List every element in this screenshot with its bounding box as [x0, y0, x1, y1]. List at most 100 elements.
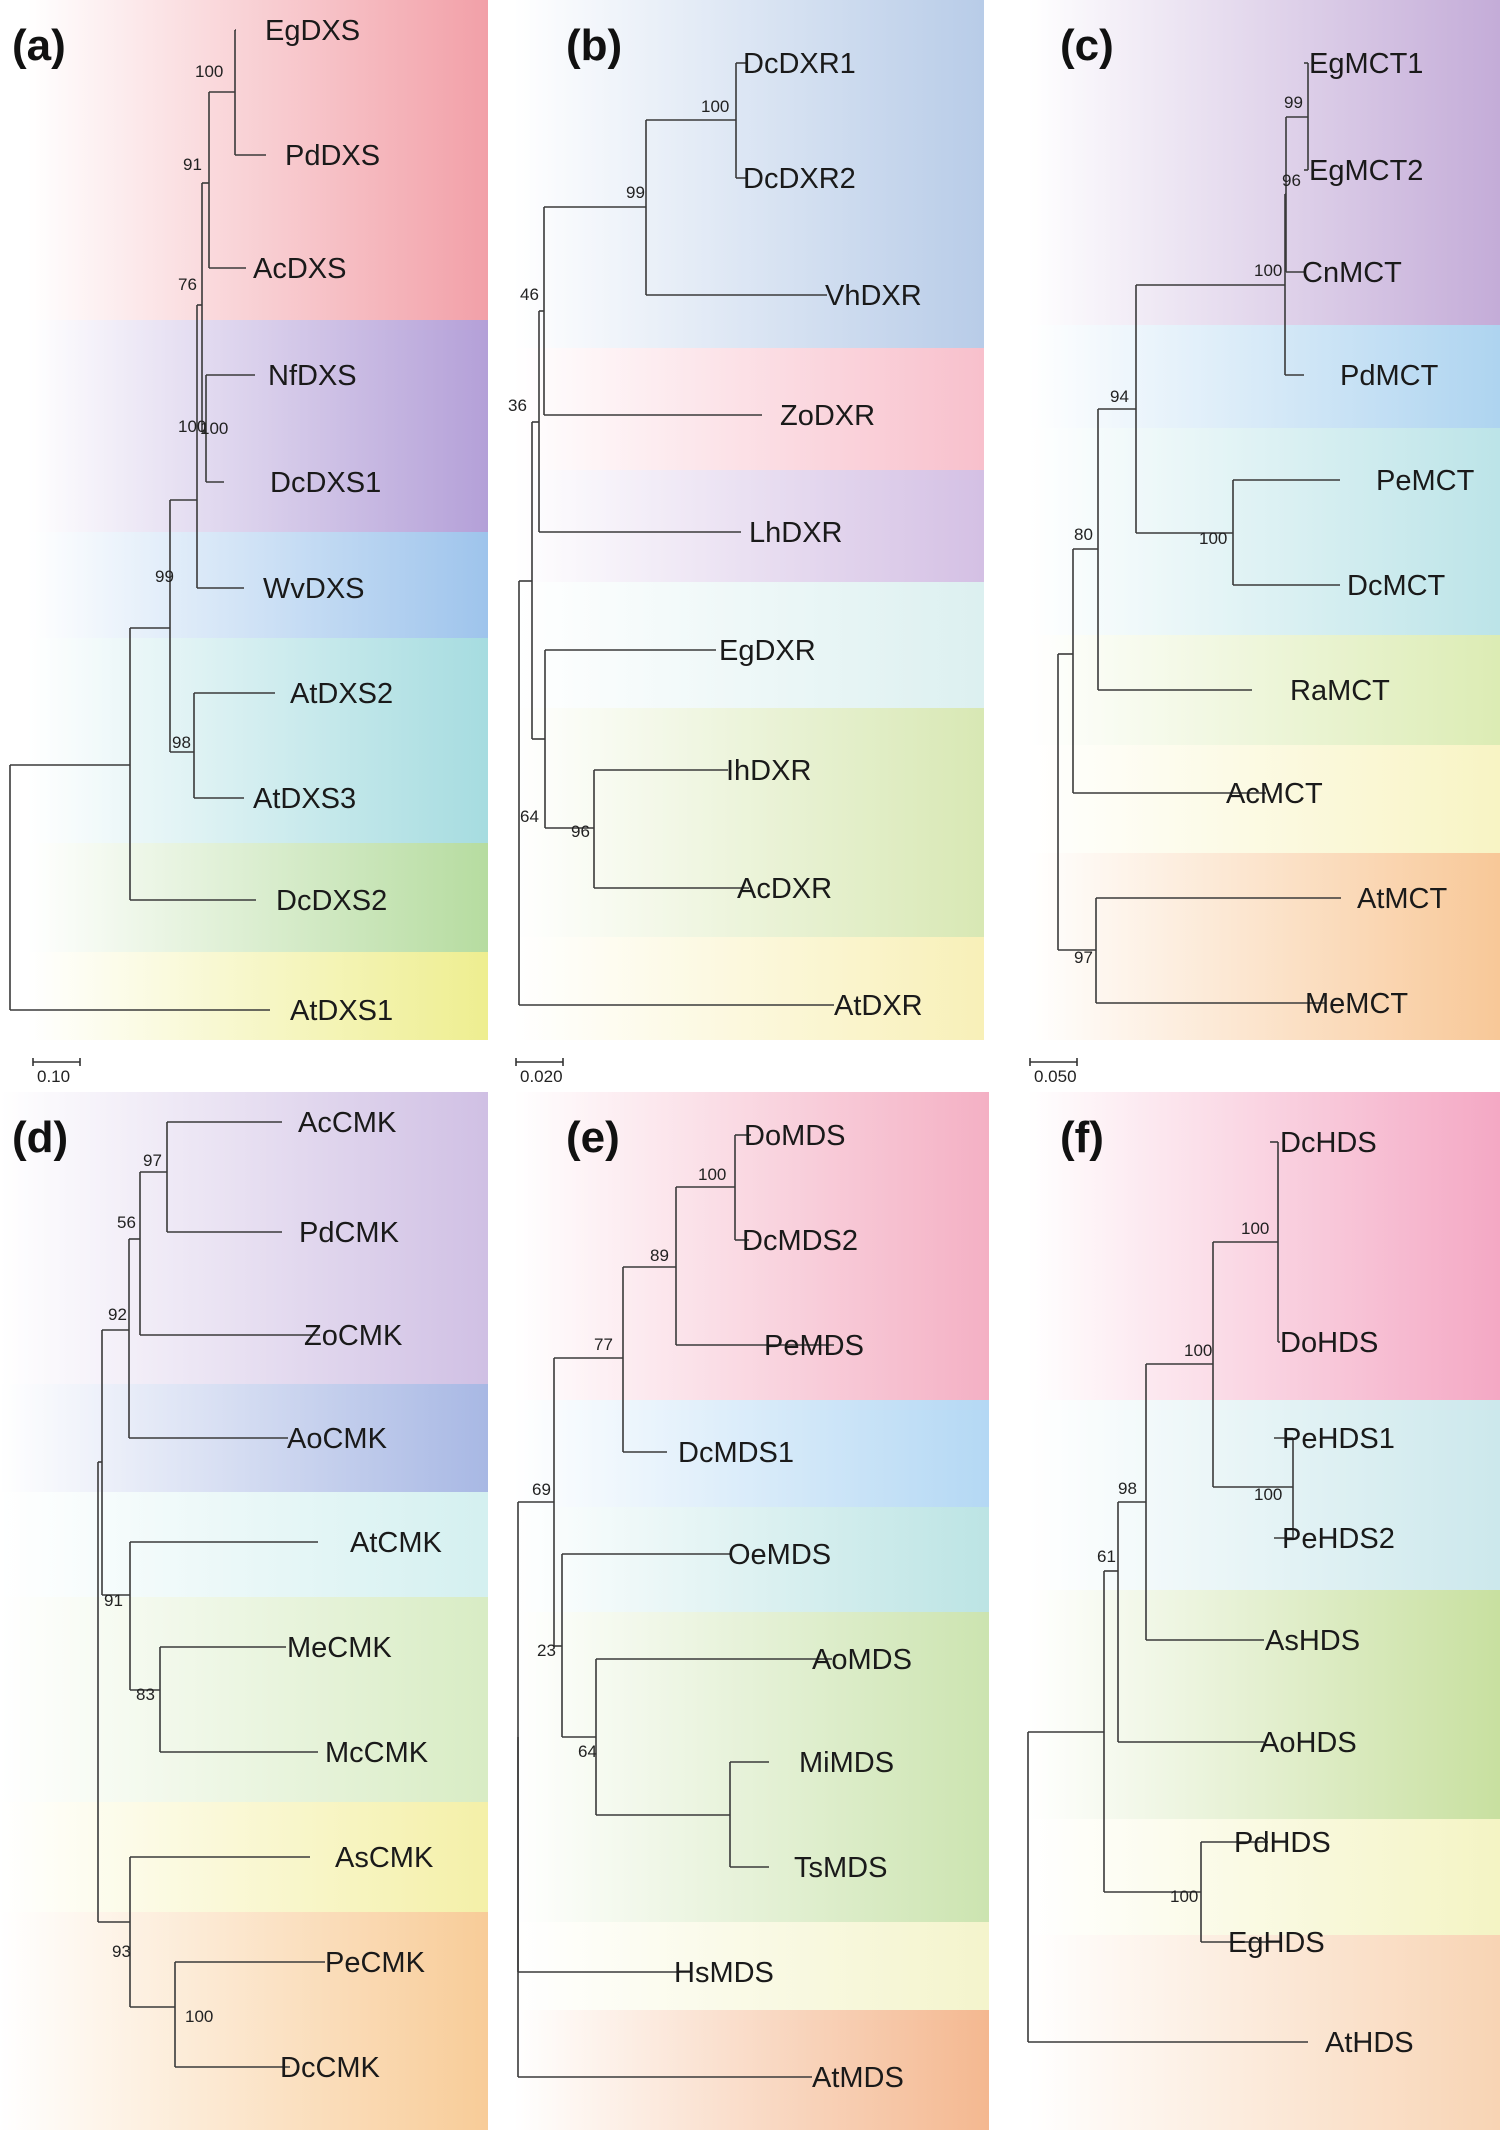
tree-branches	[517, 1134, 834, 2078]
bootstrap-value: 98	[172, 733, 191, 752]
clade-band	[514, 1612, 989, 1922]
leaf-label: EgMCT2	[1309, 155, 1423, 187]
leaf-label: LhDXR	[749, 517, 843, 549]
clade-band	[1028, 1092, 1500, 1400]
leaf-label: AtDXS2	[290, 678, 393, 710]
scale-bar: 0.10	[32, 1058, 81, 1086]
clade-band	[0, 1912, 488, 2130]
bootstrap-value: 91	[104, 1591, 123, 1610]
leaf-label: AtMDS	[812, 2062, 904, 2094]
leaf-label: AcMCT	[1226, 778, 1323, 810]
bootstrap-value: 100	[185, 2007, 213, 2026]
clade-band	[0, 1597, 488, 1802]
leaf-label: AtMCT	[1357, 883, 1448, 915]
bootstrap-value: 96	[571, 822, 590, 841]
leaf-labels: DcHDSDoHDSPeHDS1PeHDS2AsHDSAoHDSPdHDSEgH…	[1228, 1127, 1414, 2059]
leaf-label: AsCMK	[335, 1842, 434, 1874]
leaf-label: DcHDS	[1280, 1127, 1377, 1159]
leaf-label: DcCMK	[280, 2052, 381, 2084]
clade-band	[514, 1400, 989, 1507]
leaf-label: AoCMK	[287, 1423, 388, 1455]
leaf-labels: EgDXSPdDXSAcDXSNfDXSDcDXS1WvDXSAtDXS2AtD…	[253, 15, 393, 1027]
leaf-label: VhDXR	[825, 280, 922, 312]
bootstrap-value: 91	[183, 155, 202, 174]
leaf-label: AtDXR	[834, 990, 923, 1022]
leaf-label: AoMDS	[812, 1644, 912, 1676]
bootstrap-value: 80	[1074, 525, 1093, 544]
leaf-label: NfDXS	[268, 360, 357, 392]
clade-band	[514, 470, 984, 582]
leaf-label: DoMDS	[744, 1120, 846, 1152]
clade-band	[514, 1507, 989, 1612]
leaf-label: ZoDXR	[780, 400, 875, 432]
clade-bands	[514, 1092, 989, 2130]
leaf-labels: AcCMKPdCMKZoCMKAoCMKAtCMKMeCMKMcCMKAsCMK…	[280, 1107, 443, 2084]
leaf-label: CnMCT	[1302, 257, 1402, 289]
clade-band	[1028, 1400, 1500, 1590]
leaf-label: MiMDS	[799, 1747, 894, 1779]
clade-band	[514, 582, 984, 708]
leaf-label: DcDXR2	[743, 163, 856, 195]
clade-band	[1028, 745, 1500, 853]
clade-band	[1028, 325, 1500, 428]
bootstrap-value: 96	[1282, 171, 1301, 190]
leaf-label: PdHDS	[1234, 1827, 1331, 1859]
leaf-label: PeCMK	[325, 1947, 426, 1979]
clade-band	[514, 1092, 989, 1400]
leaf-label: EgDXS	[265, 15, 360, 47]
scale-bar-label: 0.050	[1034, 1067, 1077, 1086]
clade-band	[28, 952, 488, 1040]
tree-branches	[1057, 62, 1341, 1004]
bootstrap-value: 92	[108, 1305, 127, 1324]
leaf-label: TsMDS	[794, 1852, 887, 1884]
leaf-label: DcMDS2	[742, 1225, 858, 1257]
leaf-label: PeHDS2	[1282, 1523, 1395, 1555]
leaf-label: EgMCT1	[1309, 48, 1423, 80]
clade-band	[514, 2010, 989, 2130]
leaf-label: OeMDS	[728, 1539, 831, 1571]
clade-band	[1028, 1935, 1500, 2130]
bootstrap-value: 100	[1184, 1341, 1212, 1360]
leaf-label: AtHDS	[1325, 2027, 1414, 2059]
bootstrap-value: 97	[1074, 948, 1093, 967]
clade-bands	[514, 0, 984, 1040]
leaf-label: AcCMK	[298, 1107, 397, 1139]
bootstrap-value: 89	[650, 1246, 669, 1265]
leaf-label: PeMDS	[764, 1330, 864, 1362]
bootstrap-value: 23	[537, 1641, 556, 1660]
leaf-label: IhDXR	[726, 755, 811, 787]
clade-band	[1028, 428, 1500, 635]
leaf-label: DcDXS2	[276, 885, 387, 917]
panel-c: EgMCT1EgMCT2CnMCTPdMCTPeMCTDcMCTRaMCTAcM…	[1028, 0, 1500, 1086]
leaf-label: DcDXR1	[743, 48, 856, 80]
leaf-label: AsHDS	[1265, 1625, 1360, 1657]
clade-band	[1028, 1590, 1500, 1819]
leaf-label: DcMDS1	[678, 1437, 794, 1469]
clade-band	[28, 320, 488, 532]
tree-branches	[9, 29, 275, 1011]
clade-band	[514, 937, 984, 1040]
clade-band	[0, 1492, 488, 1597]
bootstrap-value: 100	[1254, 1485, 1282, 1504]
leaf-label: AcDXS	[253, 253, 346, 285]
leaf-label: AcDXR	[737, 873, 832, 905]
tree-branches	[518, 62, 834, 1006]
clade-band	[1028, 0, 1500, 325]
leaf-label: ZoCMK	[304, 1320, 403, 1352]
bootstrap-value: 77	[594, 1335, 613, 1354]
clade-band	[1028, 1819, 1500, 1935]
bootstrap-value: 97	[143, 1151, 162, 1170]
leaf-label: PdCMK	[299, 1217, 400, 1249]
clade-band	[0, 1092, 488, 1384]
bootstrap-value: 99	[626, 183, 645, 202]
clade-bands	[28, 0, 488, 1040]
leaf-label: DoHDS	[1280, 1327, 1378, 1359]
scale-bar: 0.020	[515, 1058, 564, 1086]
bootstrap-value: 100	[698, 1165, 726, 1184]
bootstrap-value: 100	[701, 97, 729, 116]
leaf-label: MeMCT	[1305, 988, 1408, 1020]
